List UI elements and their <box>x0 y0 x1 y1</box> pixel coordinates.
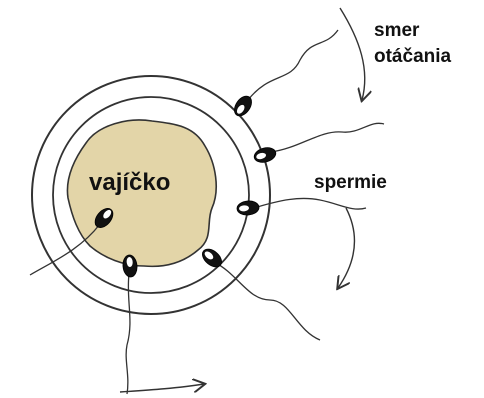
sperm-2 <box>253 145 278 164</box>
egg-label: vajíčko <box>89 169 170 196</box>
rotation-label-line1: smer <box>374 20 420 41</box>
sperm-3 <box>236 200 259 216</box>
sperm-tail-2 <box>271 123 384 152</box>
sperm-tail-5 <box>126 274 130 394</box>
sperm-label: spermie <box>314 172 387 193</box>
sperm-tail-1 <box>248 30 338 100</box>
rotation-arrow-bottom <box>338 208 354 288</box>
rotation-arrow-tail-bottom <box>120 384 204 392</box>
sperm-tail-4 <box>214 262 320 340</box>
rotation-label-line2: otáčania <box>374 46 452 67</box>
rotation-arrow-top <box>340 8 365 100</box>
